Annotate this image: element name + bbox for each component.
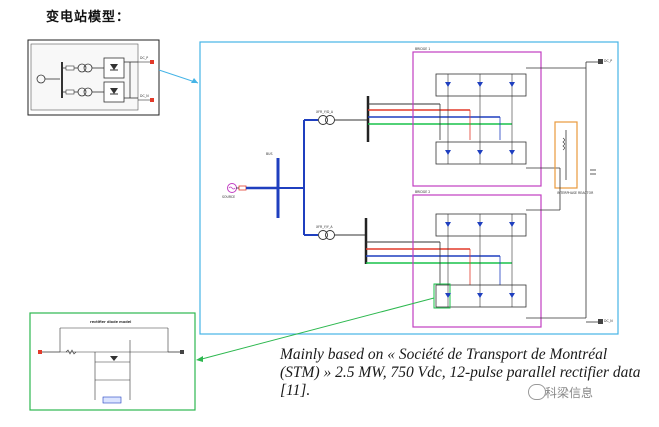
bridge-2[interactable]: BRIDGE 2	[412, 190, 586, 328]
thumb-dc-plus-label: DC_P	[140, 56, 148, 60]
diode-model[interactable]: rectifier diode model	[29, 312, 196, 411]
page-title: 变电站模型：	[46, 10, 131, 25]
bus-label: BUS	[266, 152, 273, 156]
bridge-1[interactable]: BRIDGE 1	[412, 47, 586, 187]
bridge-2-label: BRIDGE 2	[415, 190, 430, 194]
watermark: 科梁信息	[545, 386, 594, 400]
zoom-connector-top	[158, 69, 199, 84]
dc-minus-label: DC_N	[604, 319, 613, 323]
zoom-connector-bottom	[197, 297, 435, 361]
interphase-reactor[interactable]: INTERPHASE REACTOR	[554, 121, 594, 210]
diode-model-title: rectifier diode model	[90, 320, 131, 324]
dc-plus-label: DC_P	[604, 59, 612, 63]
thumb-dc-minus-label: DC_N	[140, 94, 149, 98]
source-label: SOURCE	[222, 195, 235, 199]
transformer-1-label: XFR_Y/D_A	[316, 110, 334, 114]
figure-caption: Mainly based on « Société de Transport d…	[280, 346, 641, 399]
wechat-icon	[528, 384, 546, 400]
detailed-schematic[interactable]: SOURCE BUS XFR_Y/D_A XFR_Y/Y_A	[199, 41, 619, 335]
interphase-label: INTERPHASE REACTOR	[557, 191, 594, 195]
transformer-2-label: XFR_Y/Y_A	[316, 225, 333, 229]
bridge-1-label: BRIDGE 1	[415, 47, 430, 51]
thumbnail-model[interactable]: DC_P DC_N	[27, 39, 160, 116]
